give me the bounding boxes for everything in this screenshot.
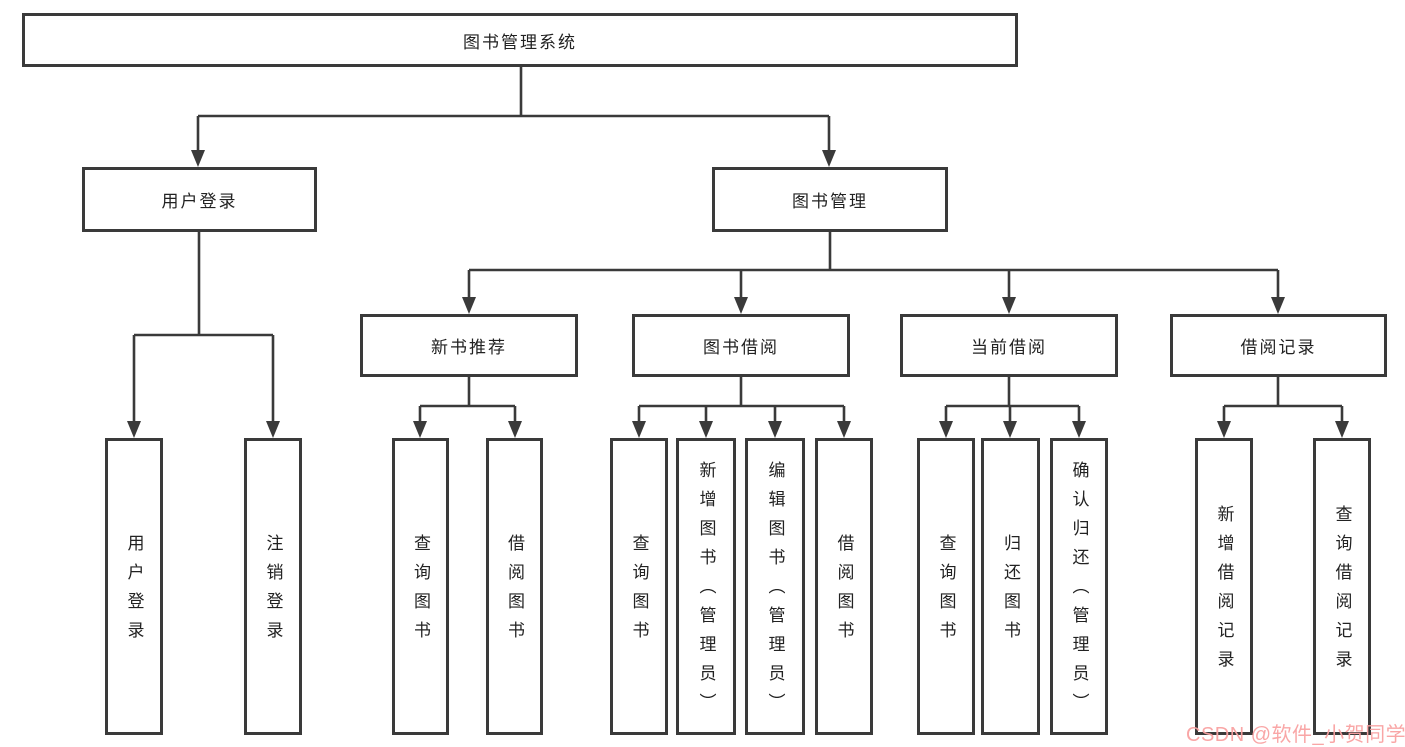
leaf-query-books-borrowing: 查询图书 <box>610 438 668 735</box>
leaf-return-books: 归还图书 <box>981 438 1040 735</box>
leaf-query-books-recommend: 查询图书 <box>392 438 449 735</box>
connector-user-login-to-leaves <box>127 231 280 438</box>
node-book-management: 图书管理 <box>712 167 948 232</box>
leaf-query-borrow-record: 查询借阅记录 <box>1313 438 1371 735</box>
node-current-borrowing: 当前借阅 <box>900 314 1118 377</box>
leaf-borrow-books-recommend: 借阅图书 <box>486 438 543 735</box>
connector-book-management-to-modules <box>462 231 1285 314</box>
connector-current-borrowing-to-leaves <box>939 377 1086 438</box>
node-book-borrowing: 图书借阅 <box>632 314 850 377</box>
leaf-logout: 注销登录 <box>244 438 302 735</box>
connector-borrow-records-to-leaves <box>1217 377 1349 438</box>
connector-new-book-recommend-to-leaves <box>413 377 522 438</box>
leaf-query-books-current: 查询图书 <box>917 438 975 735</box>
csdn-watermark: CSDN @软件_小贺同学 <box>1186 724 1405 746</box>
connector-book-borrowing-to-leaves <box>632 377 851 438</box>
leaf-user-login: 用户登录 <box>105 438 163 735</box>
node-user-login: 用户登录 <box>82 167 317 232</box>
leaf-borrow-books: 借阅图书 <box>815 438 873 735</box>
leaf-add-books-admin: 新增图书（管理员） <box>676 438 736 735</box>
leaf-edit-books-admin: 编辑图书（管理员） <box>745 438 805 735</box>
node-new-book-recommend: 新书推荐 <box>360 314 578 377</box>
leaf-confirm-return-admin: 确认归还（管理员） <box>1050 438 1108 735</box>
connector-root-to-branches <box>191 67 836 167</box>
node-borrow-records: 借阅记录 <box>1170 314 1387 377</box>
node-library-system: 图书管理系统 <box>22 13 1018 67</box>
leaf-add-borrow-record: 新增借阅记录 <box>1195 438 1253 735</box>
